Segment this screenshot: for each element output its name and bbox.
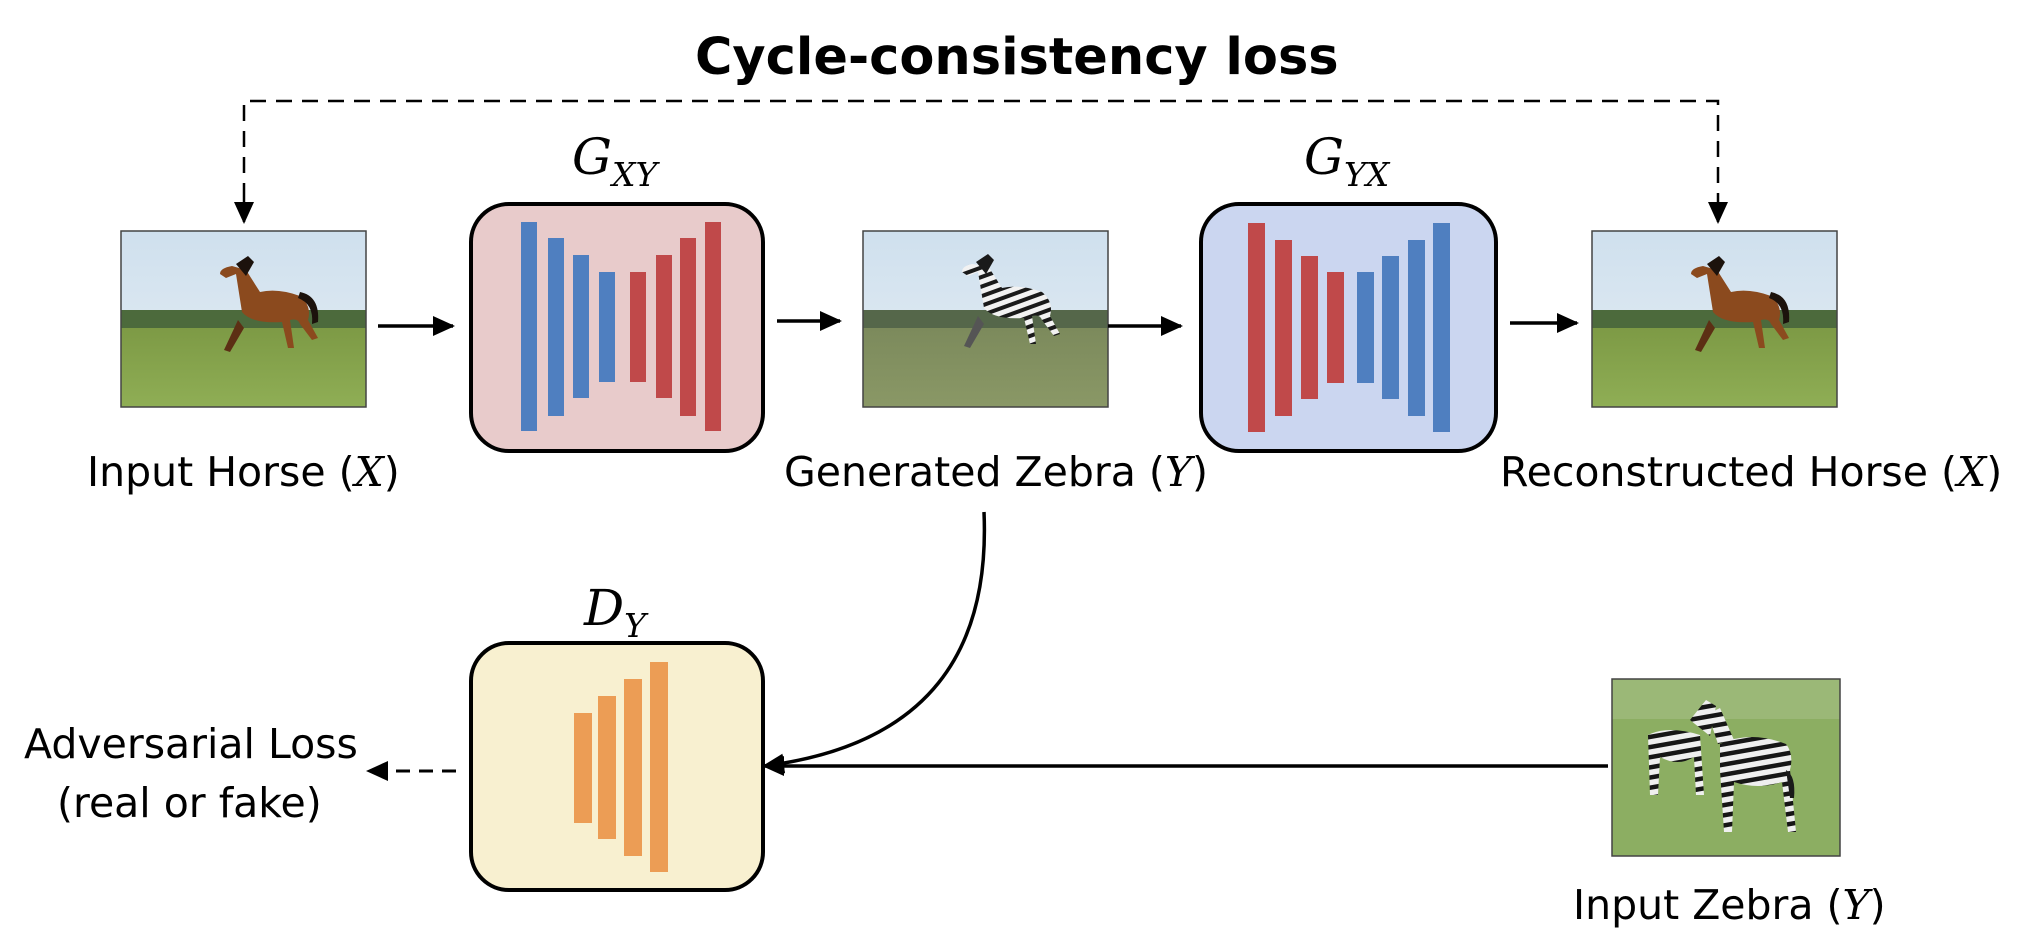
gyx-network-box	[1199, 202, 1498, 453]
arrow-zebra-to-dy	[762, 511, 987, 774]
reconstructed-horse-label: Reconstructed Horse (X)	[1500, 448, 2003, 496]
gyx-encoder-decoder-bars	[1248, 223, 1450, 432]
gyx-symbol: GYX	[1304, 128, 1390, 194]
cycle-consistency-loss-title: Cycle-consistency loss	[695, 28, 1339, 87]
generated-zebra-image	[862, 230, 1109, 408]
adversarial-loss-label: Adversarial Loss	[24, 720, 358, 768]
gxy-network-box	[469, 202, 765, 453]
dy-symbol: DY	[584, 579, 646, 645]
horse-icon	[220, 256, 319, 352]
input-zebra-image	[1611, 678, 1841, 857]
reconstructed-horse-image	[1591, 230, 1838, 408]
input-zebra-label: Input Zebra (Y)	[1573, 881, 1886, 929]
gxy-encoder-decoder-bars	[521, 222, 721, 431]
input-horse-image	[120, 230, 367, 408]
zebra-icon	[962, 254, 1060, 348]
cycle-loss-connector	[234, 99, 1728, 224]
dy-discriminator-box	[469, 641, 765, 892]
dy-bars	[574, 662, 668, 872]
generated-zebra-label: Generated Zebra (Y)	[784, 448, 1208, 496]
input-horse-label: Input Horse (X)	[87, 448, 400, 496]
gxy-symbol: GXY	[572, 128, 658, 194]
horse-icon	[1691, 256, 1790, 352]
real-or-fake-label: (real or fake)	[57, 779, 322, 827]
zebra-herd-icon	[1648, 700, 1796, 832]
